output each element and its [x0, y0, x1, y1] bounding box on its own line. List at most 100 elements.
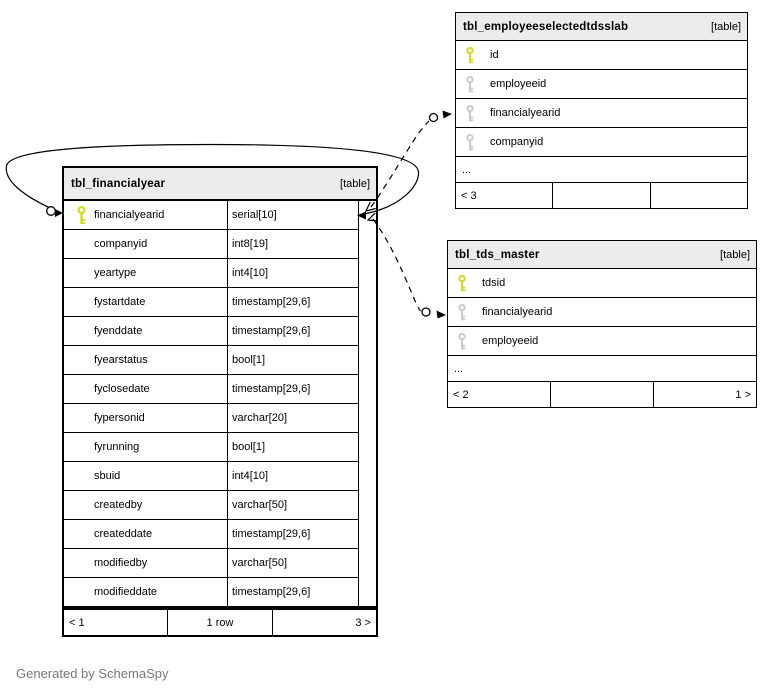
- primary-key-icon: [457, 274, 467, 293]
- key-slot-empty: [76, 351, 87, 370]
- key-slot-empty: [76, 380, 87, 399]
- table-tbl-employeeselectedtdsslab: tbl_employeeselectedtdsslab [table] id e…: [455, 12, 748, 209]
- column-type: timestamp[29,6]: [232, 528, 311, 540]
- footer-children: [651, 183, 747, 208]
- column-row: companyid: [456, 127, 747, 156]
- column-row: fystartdate timestamp[29,6]: [64, 287, 358, 316]
- column-type: bool[1]: [232, 354, 266, 366]
- edge-to-employeeselectedtdsslab: [370, 120, 430, 208]
- column-row: financialyearid: [448, 297, 756, 326]
- table-footer: < 3: [456, 182, 747, 208]
- column-name: yeartype: [94, 267, 137, 279]
- table-header[interactable]: tbl_employeeselectedtdsslab [table]: [456, 13, 747, 41]
- more-columns-ellipsis: ...: [456, 156, 747, 182]
- table-type-badge: [table]: [720, 248, 750, 261]
- column-name: tdsid: [482, 277, 506, 289]
- column-name: employeeid: [490, 78, 547, 90]
- primary-key-icon: [76, 206, 87, 225]
- column-name: financialyearid: [482, 306, 553, 318]
- table-tbl-financialyear: tbl_financialyear [table] financialyeari…: [62, 166, 378, 637]
- column-name: fyclosedate: [94, 383, 150, 395]
- table-type-badge: [table]: [711, 20, 741, 33]
- key-slot-empty: [76, 438, 87, 457]
- column-row: employeeid: [456, 69, 747, 98]
- footer-children: 3 >: [355, 616, 371, 629]
- more-columns-ellipsis: ...: [448, 355, 756, 381]
- key-slot-empty: [76, 467, 87, 486]
- arrowhead: [442, 110, 452, 119]
- table-title[interactable]: tbl_tds_master: [455, 248, 540, 261]
- footer-parents: < 1: [69, 616, 85, 629]
- column-name: fyearstatus: [94, 354, 148, 366]
- column-row: id: [456, 41, 747, 69]
- column-name: employeeid: [482, 335, 539, 347]
- column-type: timestamp[29,6]: [232, 296, 311, 308]
- column-row: modifiedby varchar[50]: [64, 548, 358, 577]
- table-header[interactable]: tbl_financialyear [table]: [64, 168, 376, 201]
- column-type: timestamp[29,6]: [232, 586, 311, 598]
- key-slot-empty: [76, 293, 87, 312]
- table-title[interactable]: tbl_financialyear: [71, 177, 166, 190]
- key-slot-empty: [76, 235, 87, 254]
- column-type: serial[10]: [232, 209, 277, 221]
- column-name: fystartdate: [94, 296, 146, 308]
- column-name: id: [490, 49, 499, 61]
- foreign-key-icon: [465, 133, 475, 152]
- column-row: fyenddate timestamp[29,6]: [64, 316, 358, 345]
- footer-parents: < 2: [453, 388, 469, 401]
- edge-to-tds-master: [372, 218, 421, 312]
- edge-circle-marker: [46, 206, 56, 216]
- edge-anchor-column: [358, 201, 376, 606]
- primary-key-icon: [465, 46, 475, 65]
- footer-children: 1 >: [735, 388, 751, 401]
- column-row: fypersonid varchar[20]: [64, 403, 358, 432]
- column-row: modifieddate timestamp[29,6]: [64, 577, 358, 606]
- column-name: fypersonid: [94, 412, 145, 424]
- column-name: sbuid: [94, 470, 121, 482]
- column-row: sbuid int4[10]: [64, 461, 358, 490]
- foreign-key-icon: [465, 104, 475, 123]
- table-footer: < 1 1 row 3 >: [64, 608, 376, 635]
- column-row: financialyearid: [456, 98, 747, 127]
- footer-rowcount: 1 row: [167, 610, 273, 635]
- column-row: createddate timestamp[29,6]: [64, 519, 358, 548]
- column-name: createddate: [94, 528, 153, 540]
- schemaspy-credit: Generated by SchemaSpy: [16, 666, 169, 681]
- column-name: createdby: [94, 499, 143, 511]
- table-header[interactable]: tbl_tds_master [table]: [448, 241, 756, 269]
- key-slot-empty: [76, 496, 87, 515]
- column-name: modifiedby: [94, 557, 148, 569]
- column-row: createdby varchar[50]: [64, 490, 358, 519]
- column-type: varchar[50]: [232, 557, 288, 569]
- column-name: fyenddate: [94, 325, 143, 337]
- column-name: companyid: [490, 136, 544, 148]
- key-slot-empty: [76, 322, 87, 341]
- table-title[interactable]: tbl_employeeselectedtdsslab: [463, 20, 629, 33]
- column-name: financialyearid: [94, 209, 165, 221]
- column-row: employeeid: [448, 326, 756, 355]
- table-tbl-tds-master: tbl_tds_master [table] tdsid financialye…: [447, 240, 757, 408]
- column-type: int4[10]: [232, 470, 269, 482]
- column-name: modifieddate: [94, 586, 157, 598]
- column-row: fyclosedate timestamp[29,6]: [64, 374, 358, 403]
- column-type: varchar[20]: [232, 412, 288, 424]
- column-type: timestamp[29,6]: [232, 325, 311, 337]
- foreign-key-icon: [465, 75, 475, 94]
- foreign-key-icon: [457, 303, 467, 322]
- footer-rowcount: [550, 382, 654, 407]
- column-type: varchar[50]: [232, 499, 288, 511]
- column-name: fyrunning: [94, 441, 140, 453]
- column-row: yeartype int4[10]: [64, 258, 358, 287]
- column-type: bool[1]: [232, 441, 266, 453]
- edge-circle-marker: [428, 112, 439, 123]
- footer-parents: < 3: [461, 189, 477, 202]
- key-slot-empty: [76, 554, 87, 573]
- arrowhead: [436, 310, 446, 319]
- column-name: companyid: [94, 238, 148, 250]
- column-row: financialyearid serial[10]: [64, 201, 358, 229]
- column-type: timestamp[29,6]: [232, 383, 311, 395]
- table-footer: < 2 1 >: [448, 381, 756, 407]
- column-type: int8[19]: [232, 238, 269, 250]
- column-row: fyrunning bool[1]: [64, 432, 358, 461]
- column-type: int4[10]: [232, 267, 269, 279]
